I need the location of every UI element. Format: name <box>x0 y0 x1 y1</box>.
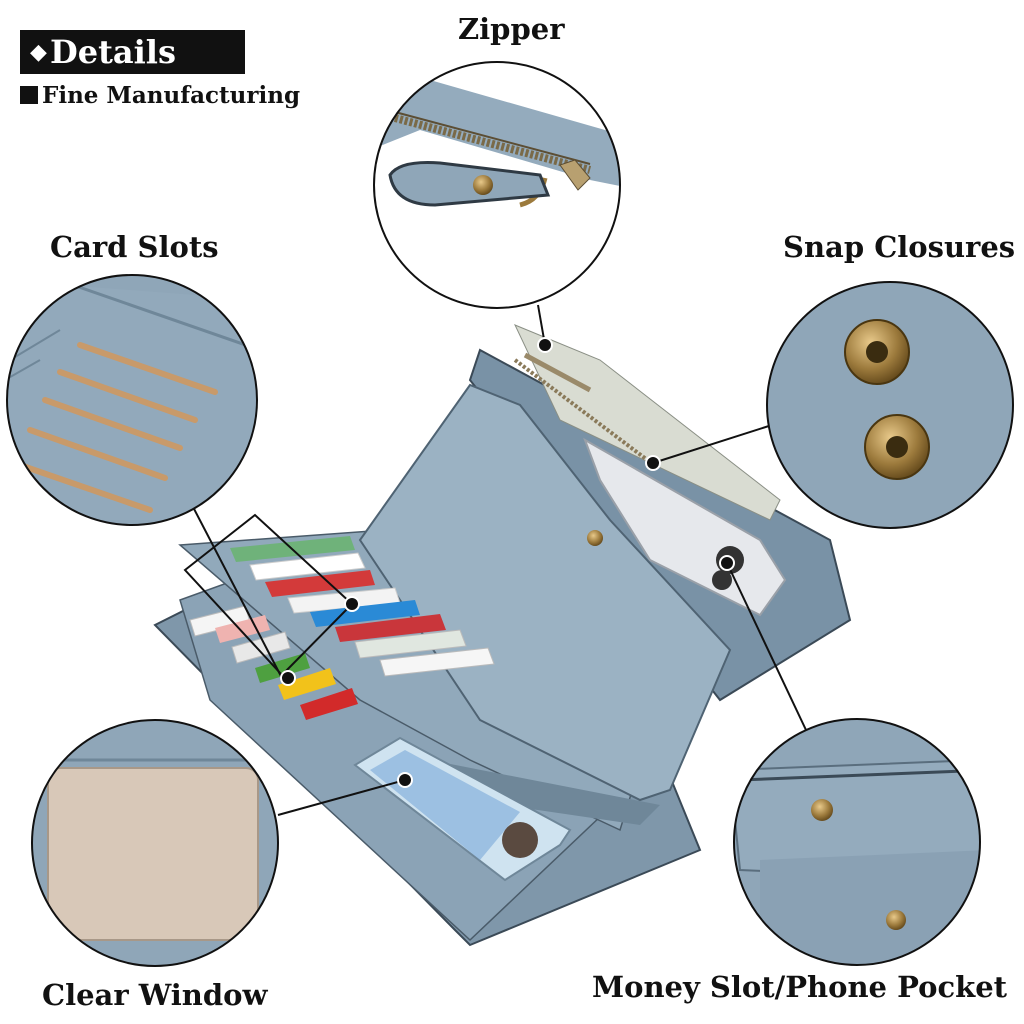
card-slots-inset <box>6 274 258 526</box>
label-money-phone: Money Slot/Phone Pocket <box>592 970 1008 1004</box>
pointer-dots <box>280 337 735 788</box>
clear-window-inset <box>31 719 279 967</box>
label-snap-closures: Snap Closures <box>783 230 1016 264</box>
subtitle: Fine Manufacturing <box>20 82 300 109</box>
money-phone-inset <box>733 718 981 966</box>
label-zipper: Zipper <box>458 12 565 46</box>
diamond-icon: ◆ <box>30 39 47 65</box>
details-badge: ◆ Details <box>20 30 245 74</box>
label-clear-window: Clear Window <box>42 978 268 1012</box>
wallet-body <box>153 324 852 947</box>
subtitle-text: Fine Manufacturing <box>42 82 301 109</box>
snap-closures-inset <box>766 281 1014 529</box>
square-bullet-icon <box>20 86 38 104</box>
details-badge-text: Details <box>50 33 176 71</box>
zipper-inset <box>373 61 621 309</box>
label-card-slots: Card Slots <box>50 230 219 264</box>
